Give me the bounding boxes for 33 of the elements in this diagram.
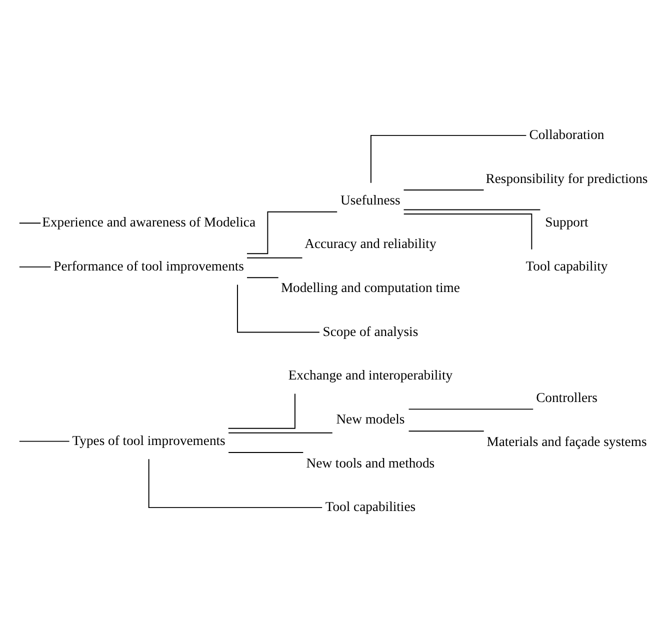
connector xyxy=(18,266,52,268)
connector xyxy=(403,209,541,210)
node-text: Materials and façade systems xyxy=(486,434,647,449)
node-text: Tool capabilities xyxy=(325,499,416,514)
node-text: Support xyxy=(545,214,588,230)
connector xyxy=(408,430,484,432)
node-text: Usefulness xyxy=(340,192,400,208)
node-text: Collaboration xyxy=(529,127,604,142)
node-text: Accuracy and reliability xyxy=(304,236,436,252)
connector xyxy=(246,277,279,278)
node-text: Responsibility for predictions xyxy=(486,170,648,186)
connector xyxy=(228,432,333,434)
connector xyxy=(18,440,70,442)
connector xyxy=(370,134,527,184)
connector xyxy=(246,211,338,254)
node-text: New tools and methods xyxy=(306,455,435,470)
node-text: Tool capability xyxy=(526,258,608,274)
connector xyxy=(148,458,323,508)
node-text: Modelling and computation time xyxy=(280,280,460,295)
node-text: Performance of tool improvements xyxy=(54,258,244,274)
node-text: New models xyxy=(336,411,405,426)
connector xyxy=(408,408,534,410)
connector xyxy=(18,222,42,224)
connector xyxy=(246,257,303,258)
node-text: Scope of analysis xyxy=(322,324,418,339)
node-text: Types of tool improvements xyxy=(72,432,226,448)
connector xyxy=(403,214,532,250)
node-text: Exchange and interoperability xyxy=(288,368,453,383)
node-text: Controllers xyxy=(536,390,598,406)
node-text: Experience and awareness of Modelica xyxy=(42,214,256,230)
connector xyxy=(228,452,304,454)
connector xyxy=(237,284,320,333)
connector xyxy=(228,393,296,429)
